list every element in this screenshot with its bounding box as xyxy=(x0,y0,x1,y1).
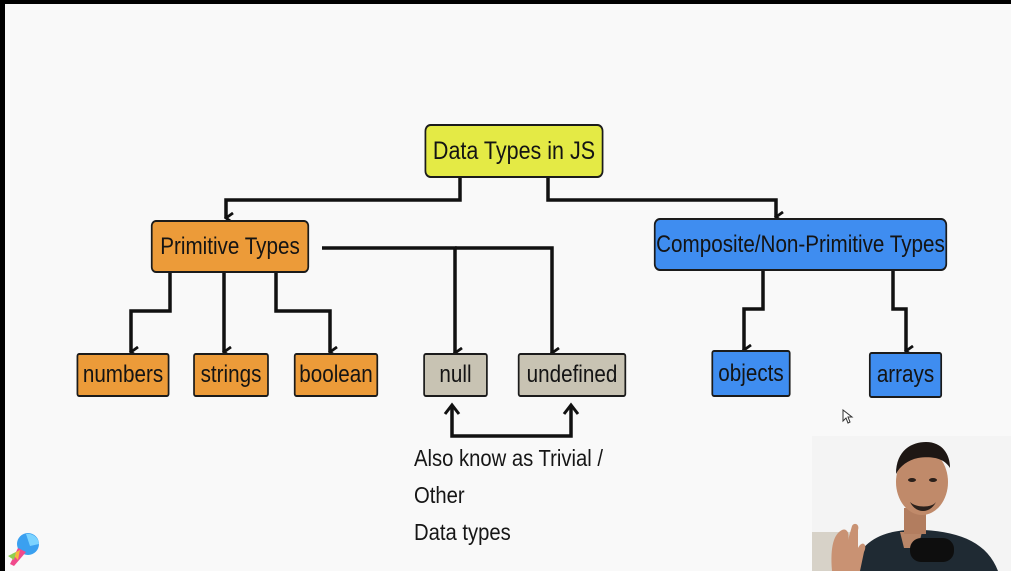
node-objects: objects xyxy=(711,350,791,397)
note-line-2: Data types xyxy=(414,519,511,545)
node-strings: strings xyxy=(193,353,269,397)
node-numbers: numbers xyxy=(76,353,170,397)
node-label: undefined xyxy=(526,361,618,388)
node-primitive-types: Primitive Types xyxy=(150,220,310,273)
node-boolean: boolean xyxy=(293,353,379,397)
edge-note-bracket xyxy=(450,406,573,438)
edge-primitive-numbers xyxy=(131,273,172,352)
presenter-webcam-thumbnail xyxy=(812,436,1011,571)
edge-composite-arrays xyxy=(891,271,906,351)
arrowhead-null-up xyxy=(443,402,461,415)
node-undefined: undefined xyxy=(517,353,627,397)
edge-root-primitive xyxy=(226,178,462,218)
edge-root-composite xyxy=(546,178,776,217)
node-label: arrays xyxy=(876,361,935,388)
node-label: Data Types in JS xyxy=(432,136,596,165)
trivial-types-note: Also know as Trivial / Other Data types xyxy=(414,440,643,551)
arrowhead-undefined-up xyxy=(562,402,580,415)
node-data-types-in-js: Data Types in JS xyxy=(424,124,604,178)
paint-brush-logo-icon xyxy=(8,533,39,566)
presenter-illustration xyxy=(812,436,1011,571)
edge-primitive-boolean xyxy=(274,273,330,352)
edge-primitive-null xyxy=(322,246,455,353)
node-label: null xyxy=(439,361,472,388)
note-line-1: Also know as Trivial / Other xyxy=(414,445,603,508)
node-null: null xyxy=(423,353,488,397)
node-label: objects xyxy=(718,359,784,387)
node-label: strings xyxy=(200,361,262,388)
edge-primitive-undefined xyxy=(455,246,552,353)
edge-composite-objects xyxy=(744,271,765,350)
node-label: Primitive Types xyxy=(160,232,300,260)
node-label: boolean xyxy=(299,361,373,388)
mouse-pointer-icon xyxy=(842,409,854,424)
node-arrays: arrays xyxy=(868,352,943,398)
node-label: numbers xyxy=(82,361,164,388)
node-label: Composite/Non-Primitive Types xyxy=(656,230,945,258)
node-composite-types: Composite/Non-Primitive Types xyxy=(653,218,948,271)
